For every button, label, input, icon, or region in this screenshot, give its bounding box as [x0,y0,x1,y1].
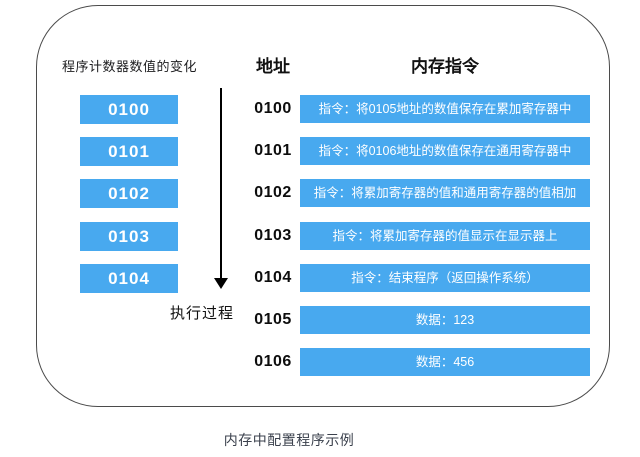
memory-cell-box: 数据：123 [300,306,590,334]
program-counter-box: 0101 [80,137,178,166]
memory-cell-box: 指令：将累加寄存器的值和通用寄存器的值相加 [300,179,590,207]
address-cell: 0105 [254,311,292,328]
execution-arrow-head-icon [214,278,228,289]
program-counter-column-header: 程序计数器数值的变化 [62,59,198,74]
memory-cell-box: 指令：结束程序（返回操作系统） [300,264,590,292]
address-cell: 0103 [254,227,292,244]
memory-cell-box: 指令：将累加寄存器的值显示在显示器上 [300,222,590,250]
address-cell: 0101 [254,142,292,159]
diagram-rounded-frame [36,5,610,407]
execution-process-label: 执行过程 [170,305,235,322]
program-counter-box: 0100 [80,95,178,124]
program-counter-box: 0102 [80,179,178,208]
address-column-header: 地址 [256,57,290,76]
memory-cell-box: 数据：456 [300,348,590,376]
memory-cell-box: 指令：将0105地址的数值保存在累加寄存器中 [300,95,590,123]
address-cell: 0102 [254,184,292,201]
program-counter-box: 0104 [80,264,178,293]
address-cell: 0106 [254,353,292,370]
program-counter-box: 0103 [80,222,178,251]
execution-arrow-line [220,88,222,280]
diagram-caption: 内存中配置程序示例 [223,432,355,448]
memory-cell-box: 指令：将0106地址的数值保存在通用寄存器中 [300,137,590,165]
memory-instruction-column-header: 内存指令 [411,57,479,76]
address-cell: 0100 [254,100,292,117]
address-cell: 0104 [254,269,292,286]
